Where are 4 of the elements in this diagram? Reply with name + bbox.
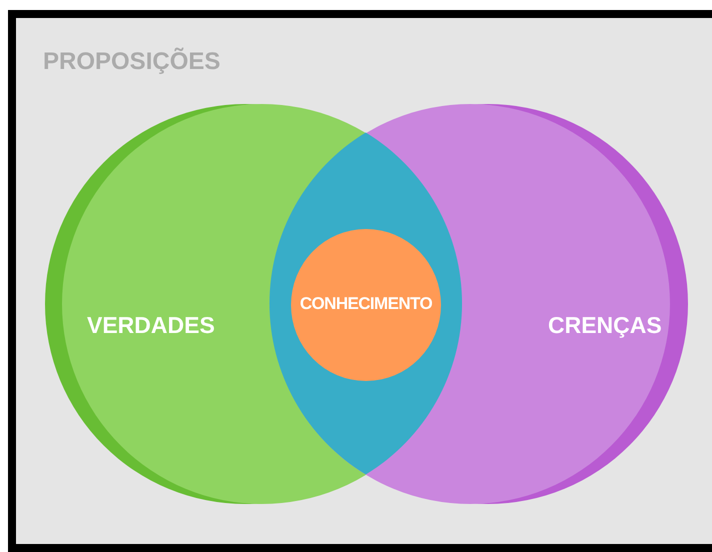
set-label: CONHECIMENTO [298, 294, 434, 314]
set-label: VERDADES [87, 312, 215, 339]
set-label: CRENÇAS [548, 312, 662, 339]
panel-heading: PROPOSIÇÕES [43, 48, 220, 76]
